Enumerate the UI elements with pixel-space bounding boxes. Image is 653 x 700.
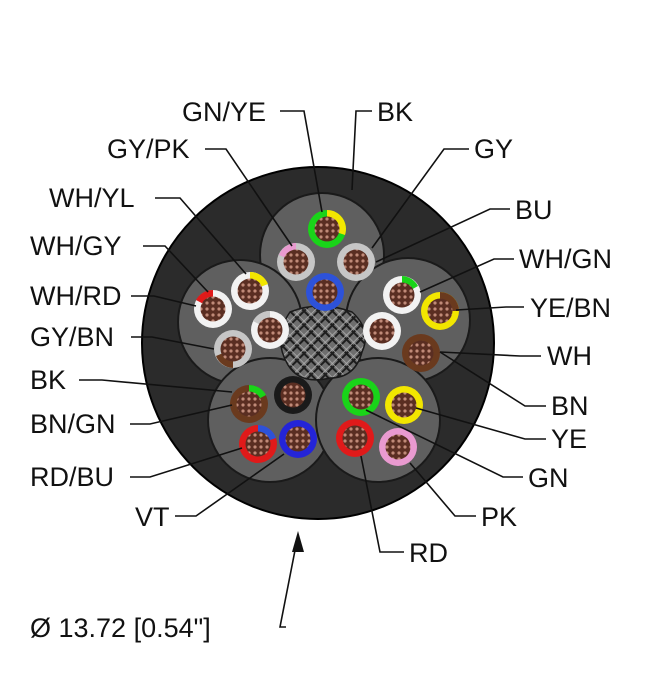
wire-bn [402,334,440,372]
wire-rd [336,419,374,457]
wire-ye-bn [421,292,459,330]
wire-vt [279,420,317,458]
label-wh-rd: WH/RD [30,281,121,311]
wire-bn-gn [230,384,268,423]
central-core [279,305,367,381]
wire-pk [379,428,417,466]
label-pk: PK [481,502,517,532]
wire-ye [385,386,423,424]
wire-wh-gy [251,310,289,349]
leader-lines [79,110,546,553]
wire-wh [363,312,401,350]
label-ye-bn: YE/BN [530,293,611,323]
wire-gn [342,378,380,416]
label-gn: GN [528,463,569,493]
label-gy-bn: GY/BN [30,322,114,352]
wire-wh-rd [194,289,232,328]
label-rd-bu: RD/BU [30,462,114,492]
label-ye: YE [551,424,587,454]
wire-wh-yl [231,271,269,310]
label-rd: RD [409,538,448,568]
label-bk-top: BK [377,97,413,127]
wire-gy-bn [214,330,252,368]
label-gy-pk: GY/PK [107,134,190,164]
label-gy: GY [474,134,513,164]
wire-bk-inner [274,376,312,414]
wire-gy-pk [277,243,315,281]
diameter-label: Ø 13.72 [0.54"] [30,613,211,643]
wire-bu [306,273,344,311]
label-gn-ye: GN/YE [182,97,266,127]
label-bk-left: BK [30,365,66,395]
wire-wh-gn [383,276,421,314]
wire-gn-ye [308,210,346,248]
label-wh-gy: WH/GY [30,231,122,261]
label-wh: WH [547,341,592,371]
label-bn: BN [551,391,589,421]
label-bn-gn: BN/GN [30,409,116,439]
wire-rd-bu [239,425,277,463]
label-wh-gn: WH/GN [519,244,612,274]
label-bu: BU [515,195,553,225]
label-vt: VT [135,502,170,532]
wire-gy [337,243,375,281]
label-wh-yl: WH/YL [49,183,135,213]
diameter-dimension [279,531,304,628]
arrow-head-icon [292,531,304,552]
